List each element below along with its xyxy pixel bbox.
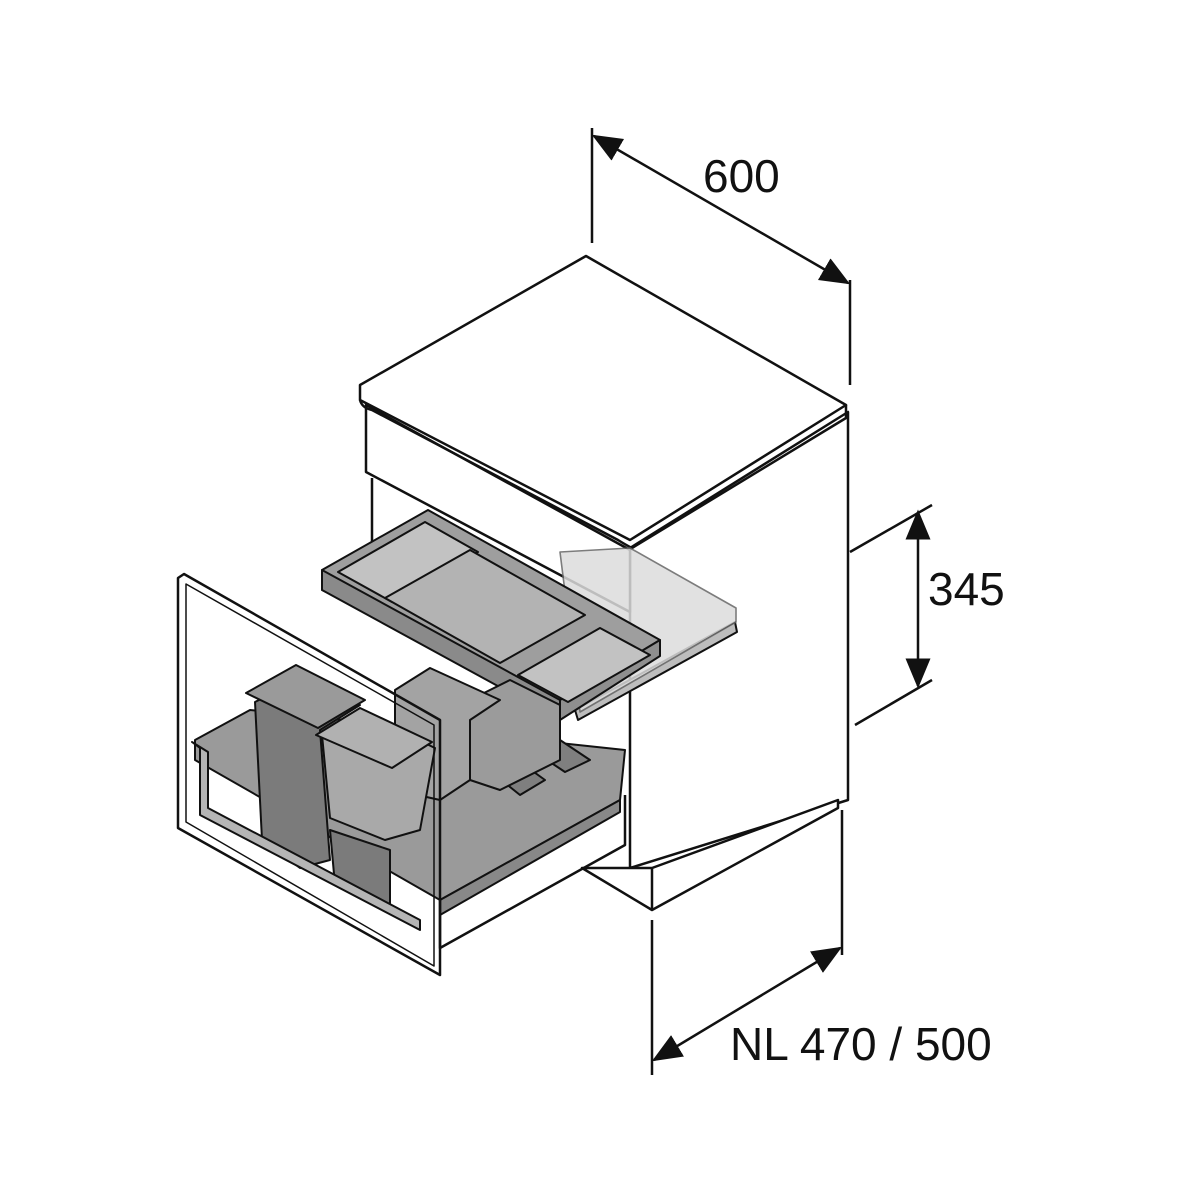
bin-center-lid [315,707,433,769]
bin-left-lid [245,664,366,729]
upper-tray-drawer [321,509,738,721]
dimension-lines [590,128,933,1075]
countertop [358,254,848,542]
tray-compartment-right [517,627,651,703]
bin-frame [191,741,421,931]
cabinet [358,254,850,912]
tray-compartment-center [384,549,586,664]
width-label: 600 [703,150,780,202]
tray-compartment-left [337,521,479,603]
height-extension-top [849,503,933,554]
depth-label: NL 470 / 500 [730,1018,992,1070]
cabinet-side-panel [628,410,850,870]
depth-dimension-line [651,946,843,1062]
lower-bin-drawer [191,664,626,931]
height-extension-bottom [854,678,933,727]
cabinet-plinth [580,798,840,912]
drawer-front-panel [176,572,627,977]
width-dimension-line [591,134,851,285]
height-label: 345 [928,563,1005,615]
